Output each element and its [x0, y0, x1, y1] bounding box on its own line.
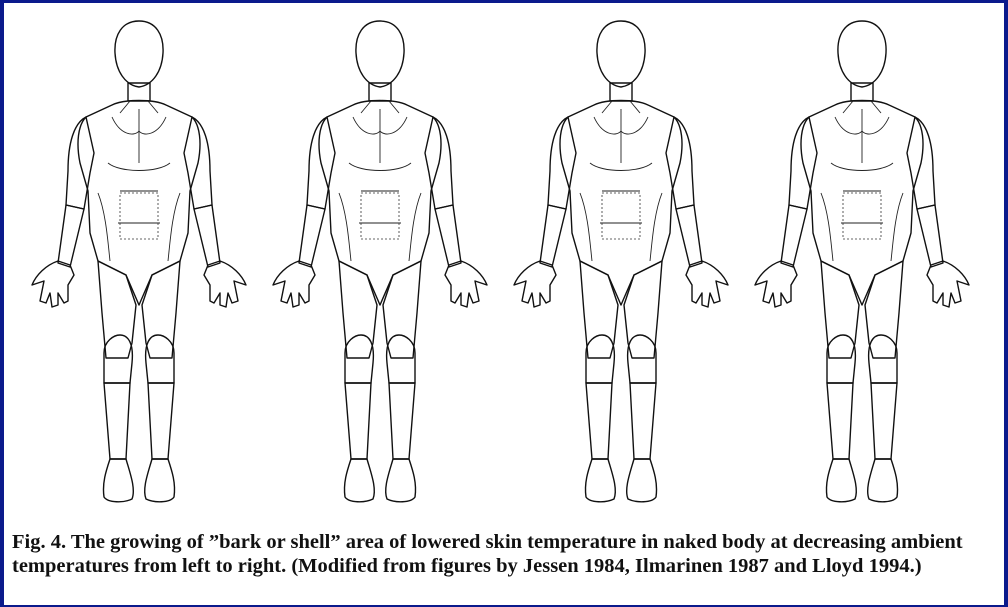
- fig4-detail-line: [891, 193, 903, 261]
- fig3-detail-line: [590, 163, 652, 171]
- fig2-right-shin: [389, 383, 415, 459]
- fig2-head: [356, 21, 404, 87]
- fig1-left-shin: [104, 383, 130, 459]
- fig4-left-forearm: [781, 205, 807, 267]
- fig3-neck: [610, 83, 632, 101]
- fig1-left-hand: [32, 261, 74, 307]
- body-figure-3-drawing: [506, 13, 736, 518]
- fig3-left-hand: [514, 261, 556, 307]
- fig3-detail-line: [650, 193, 662, 261]
- fig2-detail-line: [353, 117, 380, 134]
- fig2-left-knee: [345, 335, 373, 383]
- fig1-detail-line: [148, 101, 158, 113]
- fig2-detail-line: [339, 193, 351, 261]
- fig1-neck: [128, 83, 150, 101]
- fig2-abdomen-outline: [361, 193, 399, 239]
- fig4-right-foot: [868, 459, 898, 502]
- fig4-left-foot: [826, 459, 856, 502]
- fig4-detail-line: [843, 101, 853, 113]
- fig1-detail-line: [168, 193, 180, 261]
- fig2-detail-line: [349, 163, 411, 171]
- fig1-right-hand: [204, 261, 246, 307]
- fig3-left-foot: [585, 459, 615, 502]
- fig1-left-knee: [104, 335, 132, 383]
- fig1-detail-line: [108, 163, 170, 171]
- body-figure-3: [506, 13, 736, 518]
- fig2-neck: [369, 83, 391, 101]
- fig2-left-foot: [344, 459, 374, 502]
- fig3-detail-line: [580, 193, 592, 261]
- fig3-head: [597, 21, 645, 87]
- fig4-detail-line: [871, 101, 881, 113]
- body-figures: [4, 3, 1004, 523]
- fig3-left-shin: [586, 383, 612, 459]
- body-figure-4-drawing: [747, 13, 977, 518]
- fig1-head: [115, 21, 163, 87]
- fig2-right-hand: [445, 261, 487, 307]
- figure-caption: Fig. 4. The growing of ”bark or shell” a…: [12, 530, 998, 578]
- fig2-detail-line: [380, 117, 407, 134]
- fig4-right-shin: [871, 383, 897, 459]
- fig3-right-hand: [686, 261, 728, 307]
- fig3-abdomen-outline: [602, 193, 640, 239]
- fig4-left-knee: [827, 335, 855, 383]
- fig3-detail-line: [594, 117, 621, 134]
- fig4-detail-line: [831, 163, 893, 171]
- fig4-right-forearm: [917, 205, 943, 267]
- fig3-left-knee: [586, 335, 614, 383]
- fig4-left-shin: [827, 383, 853, 459]
- fig3-right-foot: [627, 459, 657, 502]
- fig3-left-forearm: [540, 205, 566, 267]
- fig1-right-forearm: [194, 205, 220, 267]
- fig1-detail-line: [112, 117, 139, 134]
- fig1-right-knee: [146, 335, 174, 383]
- body-figure-2: [265, 13, 495, 518]
- fig4-left-hand: [755, 261, 797, 307]
- body-figure-4: [747, 13, 977, 518]
- fig3-right-forearm: [676, 205, 702, 267]
- fig1-right-shin: [148, 383, 174, 459]
- fig3-detail-line: [630, 101, 640, 113]
- fig4-neck: [851, 83, 873, 101]
- fig1-detail-line: [98, 193, 110, 261]
- fig2-left-hand: [273, 261, 315, 307]
- fig4-right-hand: [927, 261, 969, 307]
- fig2-detail-line: [409, 193, 421, 261]
- figure-panel: Fig. 4. The growing of ”bark or shell” a…: [4, 3, 1004, 605]
- body-figure-1-drawing: [24, 13, 254, 518]
- fig3-detail-line: [621, 117, 648, 134]
- fig2-left-shin: [345, 383, 371, 459]
- fig4-detail-line: [821, 193, 833, 261]
- fig3-detail-line: [602, 101, 612, 113]
- fig2-right-foot: [386, 459, 416, 502]
- fig2-right-forearm: [435, 205, 461, 267]
- fig3-right-knee: [628, 335, 656, 383]
- fig1-right-foot: [145, 459, 175, 502]
- fig2-right-knee: [387, 335, 415, 383]
- fig1-detail-line: [120, 101, 130, 113]
- fig1-left-forearm: [58, 205, 84, 267]
- fig3-right-shin: [630, 383, 656, 459]
- fig1-abdomen-outline: [120, 193, 158, 239]
- fig4-abdomen-outline: [843, 193, 881, 239]
- fig4-head: [838, 21, 886, 87]
- fig1-left-foot: [103, 459, 133, 502]
- fig4-right-knee: [869, 335, 897, 383]
- fig1-detail-line: [139, 117, 166, 134]
- body-figure-1: [24, 13, 254, 518]
- fig2-detail-line: [389, 101, 399, 113]
- body-figure-2-drawing: [265, 13, 495, 518]
- fig2-detail-line: [361, 101, 371, 113]
- fig2-left-forearm: [299, 205, 325, 267]
- fig4-detail-line: [862, 117, 889, 134]
- fig4-detail-line: [835, 117, 862, 134]
